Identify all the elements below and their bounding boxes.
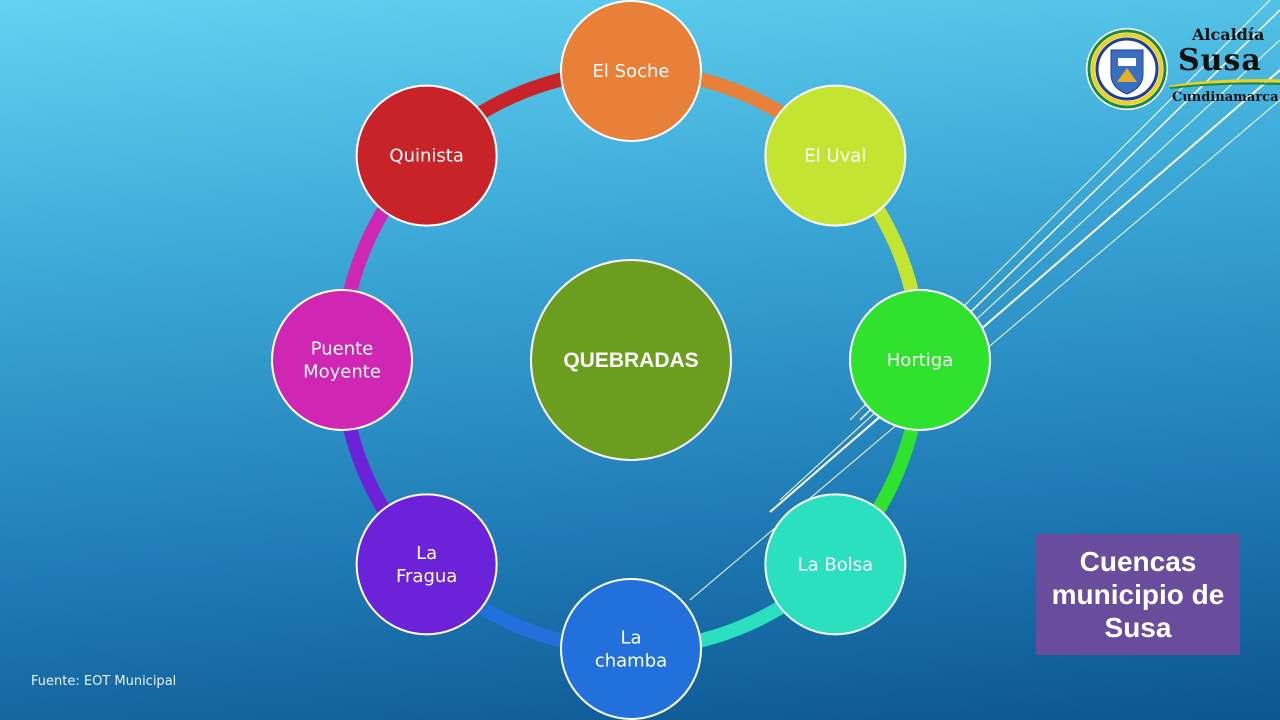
node-label-line: Puente <box>311 339 374 360</box>
node-circle <box>560 0 702 142</box>
source-note: Fuente: EOT Municipal <box>31 674 177 689</box>
node-label-line: Quinista <box>389 146 463 167</box>
node-label-line: Moyente <box>303 362 381 383</box>
node-label: El Soche <box>593 61 670 82</box>
node-label: Hortiga <box>887 350 953 371</box>
node-circle <box>560 578 702 720</box>
logo-line1: Alcaldía <box>1192 25 1265 44</box>
logo-swoosh <box>1170 79 1280 89</box>
cycle-node: Hortiga <box>849 289 991 431</box>
title-text: Cuencas municipio de Susa <box>1051 546 1225 643</box>
center-circle <box>530 259 732 461</box>
node-label-line: El Soche <box>593 61 670 82</box>
logo-line3: Cundinamarca <box>1172 90 1279 105</box>
municipal-seal-icon <box>1086 28 1168 110</box>
node-label-line: Hortiga <box>887 350 953 371</box>
node-circle <box>355 493 498 636</box>
node-label-line: La Bolsa <box>798 554 874 575</box>
center-node: QUEBRADAS <box>530 259 732 461</box>
node-label: Quinista <box>389 146 463 167</box>
node-label: La Bolsa <box>798 554 874 575</box>
node-circle <box>849 289 991 431</box>
cycle-node: La Bolsa <box>764 493 907 636</box>
node-label-line: chamba <box>595 651 667 672</box>
title-box: Cuencas municipio de Susa <box>1036 534 1240 655</box>
node-label-line: La <box>416 543 437 564</box>
center-label: QUEBRADAS <box>563 349 698 372</box>
cycle-node: Quinista <box>355 84 498 227</box>
cycle-node: El Soche <box>560 0 702 142</box>
node-circle <box>764 84 907 227</box>
node-label-line: Fragua <box>396 566 457 587</box>
node-label: El Uval <box>804 146 866 167</box>
logo-line2: Susa <box>1178 43 1262 78</box>
cycle-node: El Uval <box>764 84 907 227</box>
alcaldia-logo: Alcaldía Susa Cundinamarca <box>1084 26 1280 112</box>
node-label-line: El Uval <box>804 146 866 167</box>
node-circle <box>355 84 498 227</box>
node-circle <box>271 289 413 431</box>
node-circle <box>764 493 907 636</box>
node-label-line: La <box>620 628 641 649</box>
